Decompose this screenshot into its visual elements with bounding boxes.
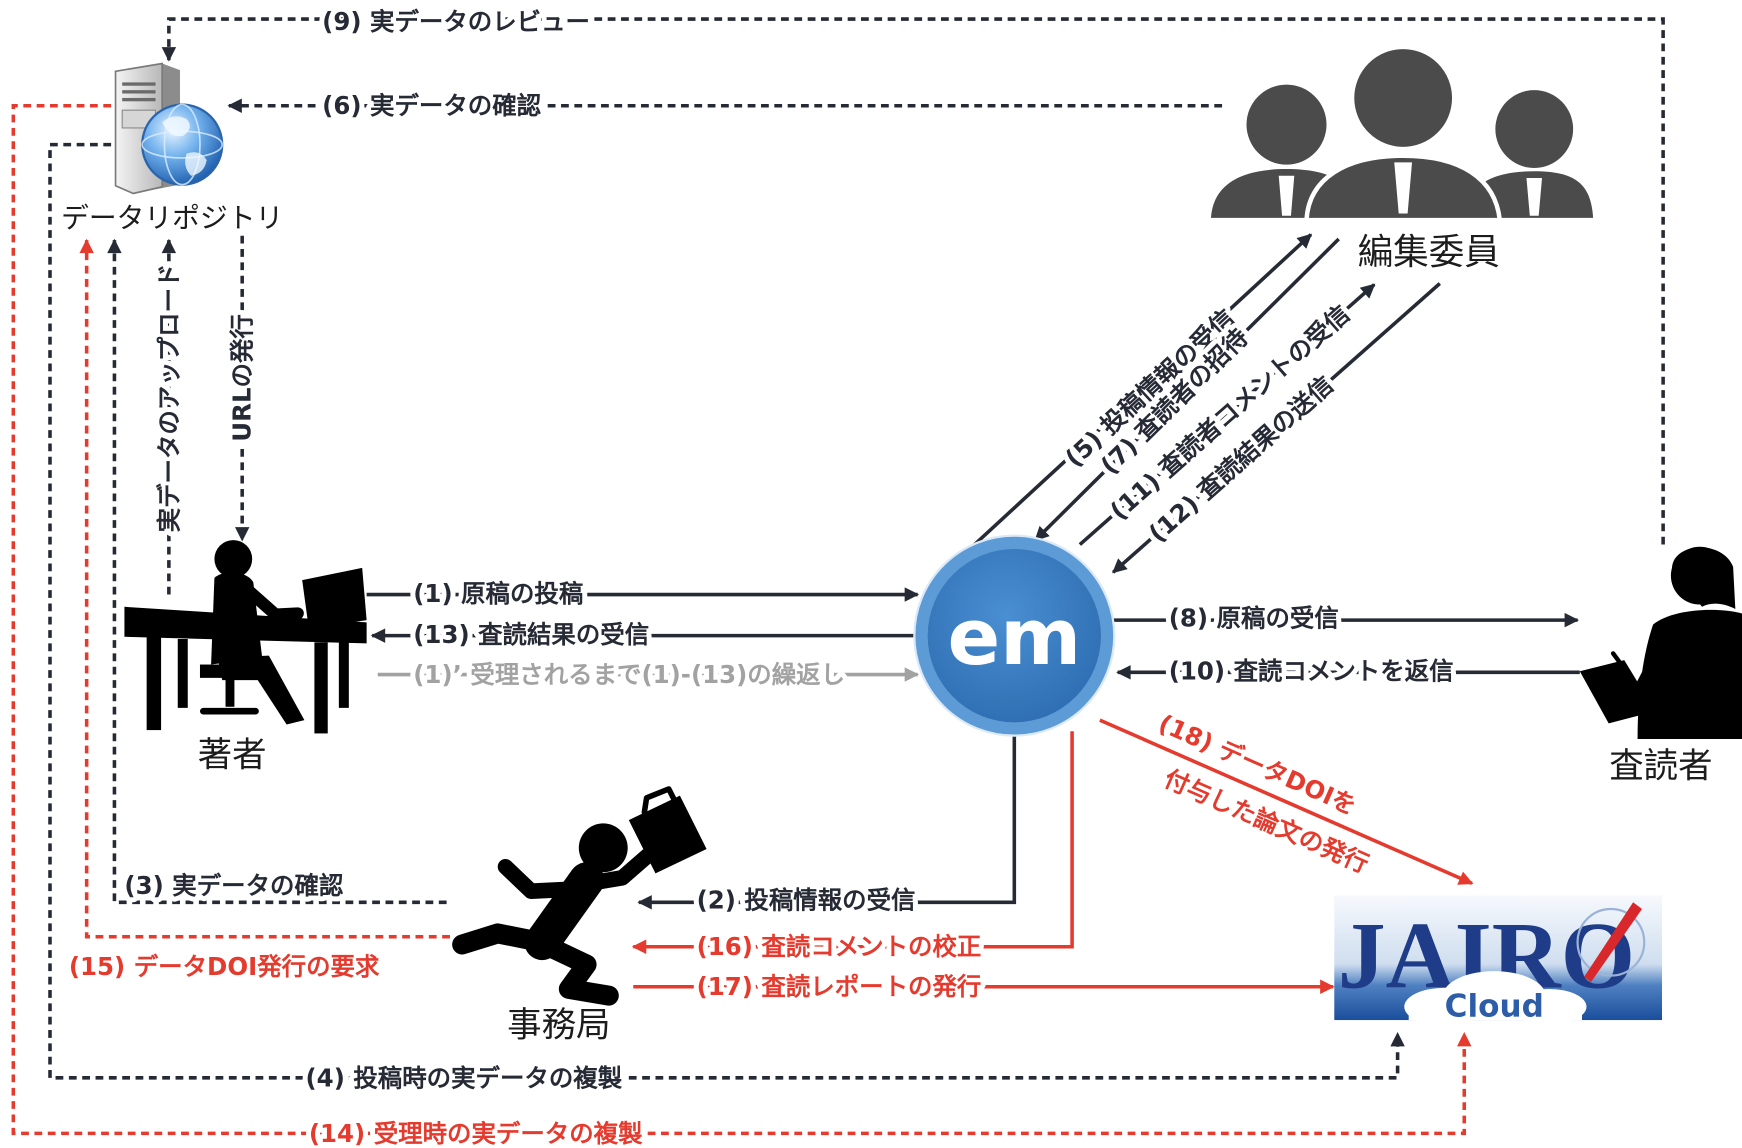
- edge-14-accepted-data-copy: (14) 受理時の実データの複製: [11, 103, 1472, 1148]
- edge-2-line: [637, 735, 1017, 910]
- edge-15-line: [79, 238, 450, 939]
- edge-15-doi-request: (15) データDOI発行の要求: [64, 238, 450, 986]
- edge-4-submitted-data-copy: (4) 投稿時の実データの複製: [48, 142, 1405, 1097]
- edge-3-label: (3) 実データの確認: [124, 871, 343, 900]
- edge-8-manuscript-receive: (8) 原稿の受信: [1113, 598, 1580, 637]
- edge-4-label: (4) 投稿時の実データの複製: [306, 1063, 623, 1092]
- edge-16-comment-proofread: (16) 査読コメントの校正: [631, 731, 1074, 966]
- edge-10-comment-return: (10) 査読コメントを返信: [1116, 652, 1580, 691]
- server-globe-icon: [114, 62, 224, 195]
- edge-16-line: [631, 731, 1074, 954]
- edge-18-line: [1099, 718, 1474, 886]
- edge-data-upload: 実データのアップロード: [149, 238, 188, 595]
- edge-17-label: (17) 査読レポートの発行: [697, 972, 982, 1001]
- edge-9-label: (9) 実データのレビュー: [322, 7, 590, 36]
- editors-node: 編集委員: [1210, 44, 1594, 273]
- data-repository-node: データリポジトリ: [61, 62, 283, 234]
- edge-14-line: [11, 103, 1472, 1136]
- edge-5-line: [970, 233, 1313, 549]
- jairo-cloud-logo: JAIRO Cloud: [1334, 895, 1663, 1026]
- reviewer-node: 査読者: [1579, 546, 1742, 787]
- person-clipboard-icon: [1579, 546, 1742, 739]
- em-logo-core: [927, 549, 1101, 723]
- compass-needle-icon: [1576, 902, 1646, 983]
- edge-10-label: (10) 査読コメントを返信: [1169, 657, 1454, 686]
- edge-3-data-check: (3) 実データの確認: [107, 238, 447, 905]
- author-node: 著者: [124, 540, 367, 776]
- author-label: 著者: [198, 736, 267, 776]
- jairo-logo-subtext: Cloud: [1445, 989, 1544, 1025]
- edge-16-label: (16) 査読コメントの校正: [697, 932, 982, 961]
- running-person-briefcase-icon: [452, 786, 707, 1006]
- edge-2-submission-info: (2) 投稿情報の受信: [637, 735, 1017, 920]
- edge-9-line: [161, 17, 1665, 545]
- edge-5-label: (5) 投稿情報の受信: [1059, 303, 1240, 473]
- edge-17-review-report: (17) 査読レポートの発行: [633, 967, 1335, 1006]
- edge-9-data-review: (9) 実データのレビュー: [161, 2, 1665, 545]
- edge-13-label: (13) 査読結果の受信: [413, 620, 649, 649]
- office-label: 事務局: [507, 1006, 610, 1046]
- reviewer-label: 査読者: [1609, 747, 1712, 787]
- person-at-desk-icon: [124, 540, 367, 734]
- repository-label: データリポジトリ: [61, 201, 283, 234]
- edge-1-manuscript-submit: (1) 原稿の投稿: [366, 574, 920, 613]
- edge-8-label: (8) 原稿の受信: [1169, 603, 1339, 632]
- cloud-icon: [1404, 971, 1587, 1026]
- edge-7-line: [1034, 237, 1340, 542]
- edge-3-line: [107, 238, 447, 905]
- edge-11-line: [1078, 283, 1376, 546]
- editors-label: 編集委員: [1358, 232, 1500, 273]
- edge-13-review-result-receive: (13) 査読結果の受信: [370, 615, 917, 654]
- edge-url-issue: URLの発行: [223, 235, 262, 542]
- edge-18-paper-publish: (18) データDOIを 付与した論文の発行: [1099, 703, 1474, 886]
- edge-12-line: [1112, 282, 1441, 574]
- edge-6-label: (6) 実データの確認: [322, 91, 541, 120]
- em-node: em: [913, 534, 1116, 737]
- em-logo-text: em: [947, 593, 1081, 683]
- edge-upload-label: 実データのアップロード: [154, 264, 183, 533]
- edge-1-repeat-label: (1)’ 受理されるまで(1)-(13)の繰返し: [413, 660, 845, 689]
- edge-4-line: [48, 142, 1405, 1080]
- edge-15-label: (15) データDOI発行の要求: [69, 952, 380, 981]
- editorial-office-node: 事務局: [452, 786, 707, 1046]
- edge-1-label: (1) 原稿の投稿: [413, 579, 583, 608]
- edge-2-label: (2) 投稿情報の受信: [697, 886, 916, 915]
- edge-14-label: (14) 受理時の実データの複製: [309, 1119, 643, 1148]
- edge-6-data-check: (6) 実データの確認: [227, 86, 1223, 125]
- people-group-icon: [1210, 44, 1594, 223]
- edge-1-repeat: (1)’ 受理されるまで(1)-(13)の繰返し: [377, 655, 920, 694]
- edge-url-label: URLの発行: [228, 314, 257, 442]
